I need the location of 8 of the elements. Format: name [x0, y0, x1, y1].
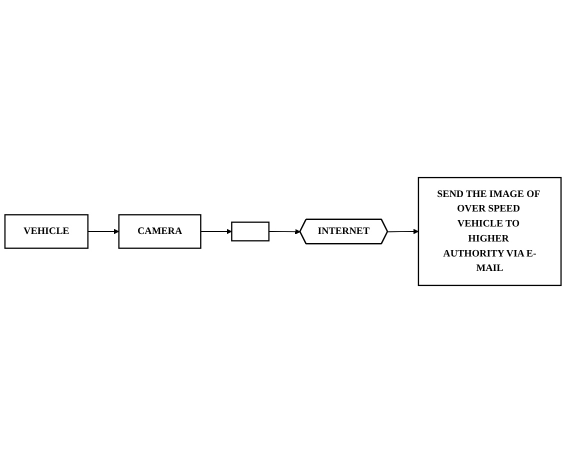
arrow	[200, 228, 232, 234]
node-box: VEHICLE	[4, 214, 89, 249]
arrow	[268, 228, 300, 234]
arrow	[87, 228, 120, 234]
node-box: SEND THE IMAGE OF OVER SPEED VEHICLE TO HIGHER AUTHORITY VIA E-MAIL	[418, 176, 562, 286]
arrow	[387, 228, 419, 234]
node-box: CAMERA	[118, 214, 202, 249]
node-box	[231, 222, 270, 242]
